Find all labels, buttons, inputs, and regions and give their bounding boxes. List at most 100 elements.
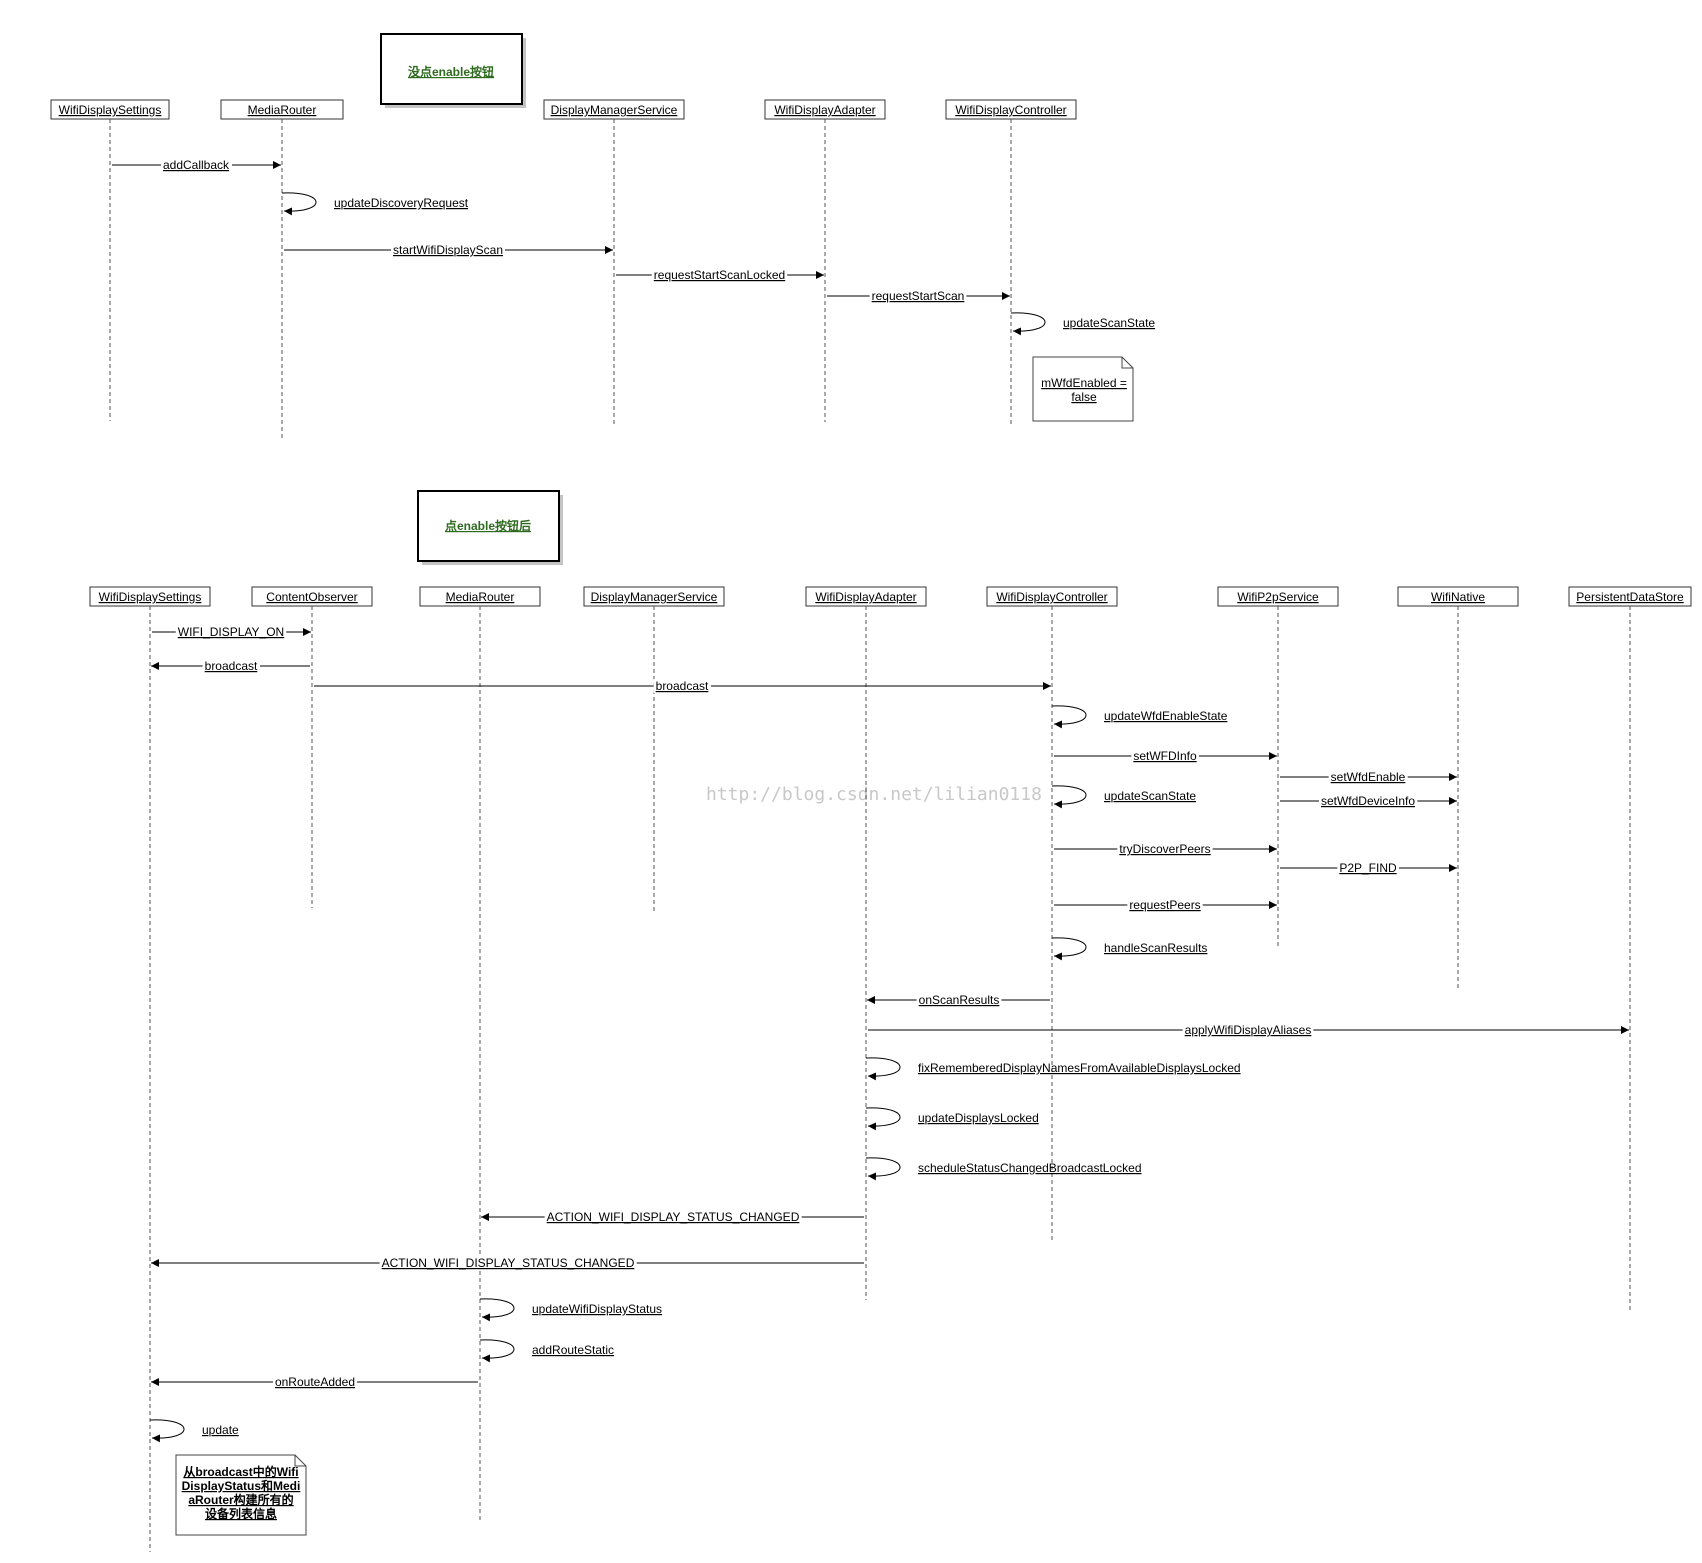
self-call-arrow (1051, 785, 1087, 809)
message-label: updateScanState (1063, 316, 1155, 330)
self-call-arrow (865, 1057, 901, 1081)
self-call-arrow (1010, 312, 1046, 336)
message-request-start-scan-locked: requestStartScanLocked (616, 268, 824, 282)
message-label-bg (916, 993, 1002, 1007)
message-on-route-added: onRouteAdded (151, 1375, 478, 1389)
participant-label: WifiDisplaySettings (59, 103, 162, 117)
participant-media-router: MediaRouter (419, 586, 541, 1522)
self-call-arrow (479, 1298, 515, 1322)
message-label-bg (272, 1375, 358, 1389)
participant-label: MediaRouter (248, 103, 317, 117)
note-line-2: DisplayStatus和Medi (182, 1478, 301, 1493)
participant-label: ContentObserver (266, 590, 357, 604)
message-label: ACTION_WIFI_DISPLAY_STATUS_CHANGED (547, 1210, 800, 1224)
message-try-discover-peers: tryDiscoverPeers (1054, 842, 1277, 856)
message-label: addRouteStatic (532, 1343, 614, 1357)
participant-label: WifiDisplayController (955, 103, 1066, 117)
message-update-scan-state: updateScanState (1051, 785, 1196, 809)
message-label: fixRememberedDisplayNamesFromAvailableDi… (918, 1061, 1241, 1075)
message-request-start-scan: requestStartScan (827, 289, 1010, 303)
message-wifi-display-on: WIFI_DISPLAY_ON (152, 625, 311, 639)
diagram-1-header-box (380, 33, 523, 105)
participant-label: WifiDisplaySettings (99, 590, 202, 604)
message-label-bg (202, 659, 261, 673)
message-label: addCallback (163, 158, 230, 172)
message-label: setWFDInfo (1133, 749, 1197, 763)
message-handle-scan-results: handleScanResults (1051, 937, 1207, 961)
diagram-1-header-text: 没点enable按钮 (408, 64, 494, 79)
participant-label: WifiDisplayController (996, 590, 1107, 604)
message-label: WIFI_DISPLAY_ON (178, 625, 284, 639)
message-label: applyWifiDisplayAliases (1185, 1023, 1312, 1037)
note-line-3: aRouter构建所有的 (188, 1492, 293, 1507)
message-update-discovery-request: updateDiscoveryRequest (281, 192, 469, 216)
message-add-route-static: addRouteStatic (479, 1339, 614, 1363)
message-label: tryDiscoverPeers (1119, 842, 1210, 856)
message-label-bg (379, 1256, 637, 1270)
note-line-1: 从broadcast中的Wifi (183, 1464, 298, 1479)
message-label: startWifiDisplayScan (393, 243, 503, 257)
message-update-wfd-enable-state: updateWfdEnableState (1051, 705, 1228, 729)
message-label: updateWifiDisplayStatus (532, 1302, 662, 1316)
message-schedule-status-changed-broadcast-locked: scheduleStatusChangedBroadcastLocked (865, 1157, 1142, 1181)
message-p2-p-find: P2P_FIND (1280, 861, 1457, 875)
self-call-arrow (149, 1419, 185, 1443)
message-set-wfdinfo: setWFDInfo (1054, 749, 1277, 763)
message-update-scan-state: updateScanState (1010, 312, 1155, 336)
participant-wifi-display-settings: WifiDisplaySettings (50, 99, 170, 421)
participant-display-manager-service: DisplayManagerService (543, 99, 685, 426)
message-label-bg (1117, 842, 1213, 856)
participant-media-router: MediaRouter (220, 99, 344, 440)
participant-label: WifiP2pService (1237, 590, 1319, 604)
message-label-bg (1328, 770, 1408, 784)
message-label: ACTION_WIFI_DISPLAY_STATUS_CHANGED (382, 1256, 635, 1270)
message-label-bg (1127, 898, 1203, 912)
message-label: onRouteAdded (275, 1375, 355, 1389)
message-label: requestStartScan (872, 289, 965, 303)
message-action-wifi-display-status-changed: ACTION_WIFI_DISPLAY_STATUS_CHANGED (481, 1210, 864, 1224)
message-label: onScanResults (919, 993, 1000, 1007)
participant-label: WifiDisplayAdapter (815, 590, 916, 604)
participant-wifi-display-settings: WifiDisplaySettings (89, 586, 211, 1552)
self-call-arrow (1051, 705, 1087, 729)
participant-persistent-data-store: PersistentDataStore (1568, 586, 1692, 1310)
message-label-bg (1131, 749, 1199, 763)
self-call-arrow (1051, 937, 1087, 961)
note-fold (294, 1455, 306, 1467)
message-start-wifi-display-scan: startWifiDisplayScan (284, 243, 613, 257)
self-call-arrow (865, 1157, 901, 1181)
message-update-wifi-display-status: updateWifiDisplayStatus (479, 1298, 662, 1322)
message-label-bg (1182, 1023, 1314, 1037)
message-label-bg (653, 679, 712, 693)
watermark-text: http://blog.csdn.net/lilian0118 (706, 784, 1042, 805)
message-action-wifi-display-status-changed: ACTION_WIFI_DISPLAY_STATUS_CHANGED (151, 1256, 864, 1270)
diagram-2-header-box (417, 490, 560, 562)
message-label: updateWfdEnableState (1104, 709, 1228, 723)
message-broadcast: broadcast (151, 659, 310, 673)
message-label-bg (390, 243, 506, 257)
message-label: broadcast (205, 659, 258, 673)
participant-wifi-display-controller: WifiDisplayController (986, 586, 1118, 1240)
message-label: scheduleStatusChangedBroadcastLocked (918, 1161, 1142, 1175)
note-line-1: mWfdEnabled = (1041, 376, 1127, 390)
participant-label: MediaRouter (446, 590, 515, 604)
message-add-callback: addCallback (112, 158, 281, 172)
self-call-arrow (281, 192, 317, 216)
message-label-bg (544, 1210, 802, 1224)
message-update-displays-locked: updateDisplaysLocked (865, 1107, 1039, 1131)
diagram-1: 没点enable按钮 WifiDisplaySettings MediaRoute… (50, 33, 1155, 440)
message-label-bg (175, 625, 287, 639)
note-fold (1121, 357, 1133, 369)
note-line-2: false (1071, 390, 1097, 404)
message-label-bg (1318, 794, 1418, 808)
message-label: updateDiscoveryRequest (334, 196, 469, 210)
message-label-bg (160, 158, 233, 172)
message-update: update (149, 1419, 239, 1443)
participant-wifi-native: WifiNative (1397, 586, 1519, 988)
message-set-wfd-device-info: setWfdDeviceInfo (1280, 794, 1457, 808)
message-label: P2P_FIND (1339, 861, 1397, 875)
diagram-1-note (1032, 356, 1134, 422)
message-label: setWfdEnable (1331, 770, 1406, 784)
